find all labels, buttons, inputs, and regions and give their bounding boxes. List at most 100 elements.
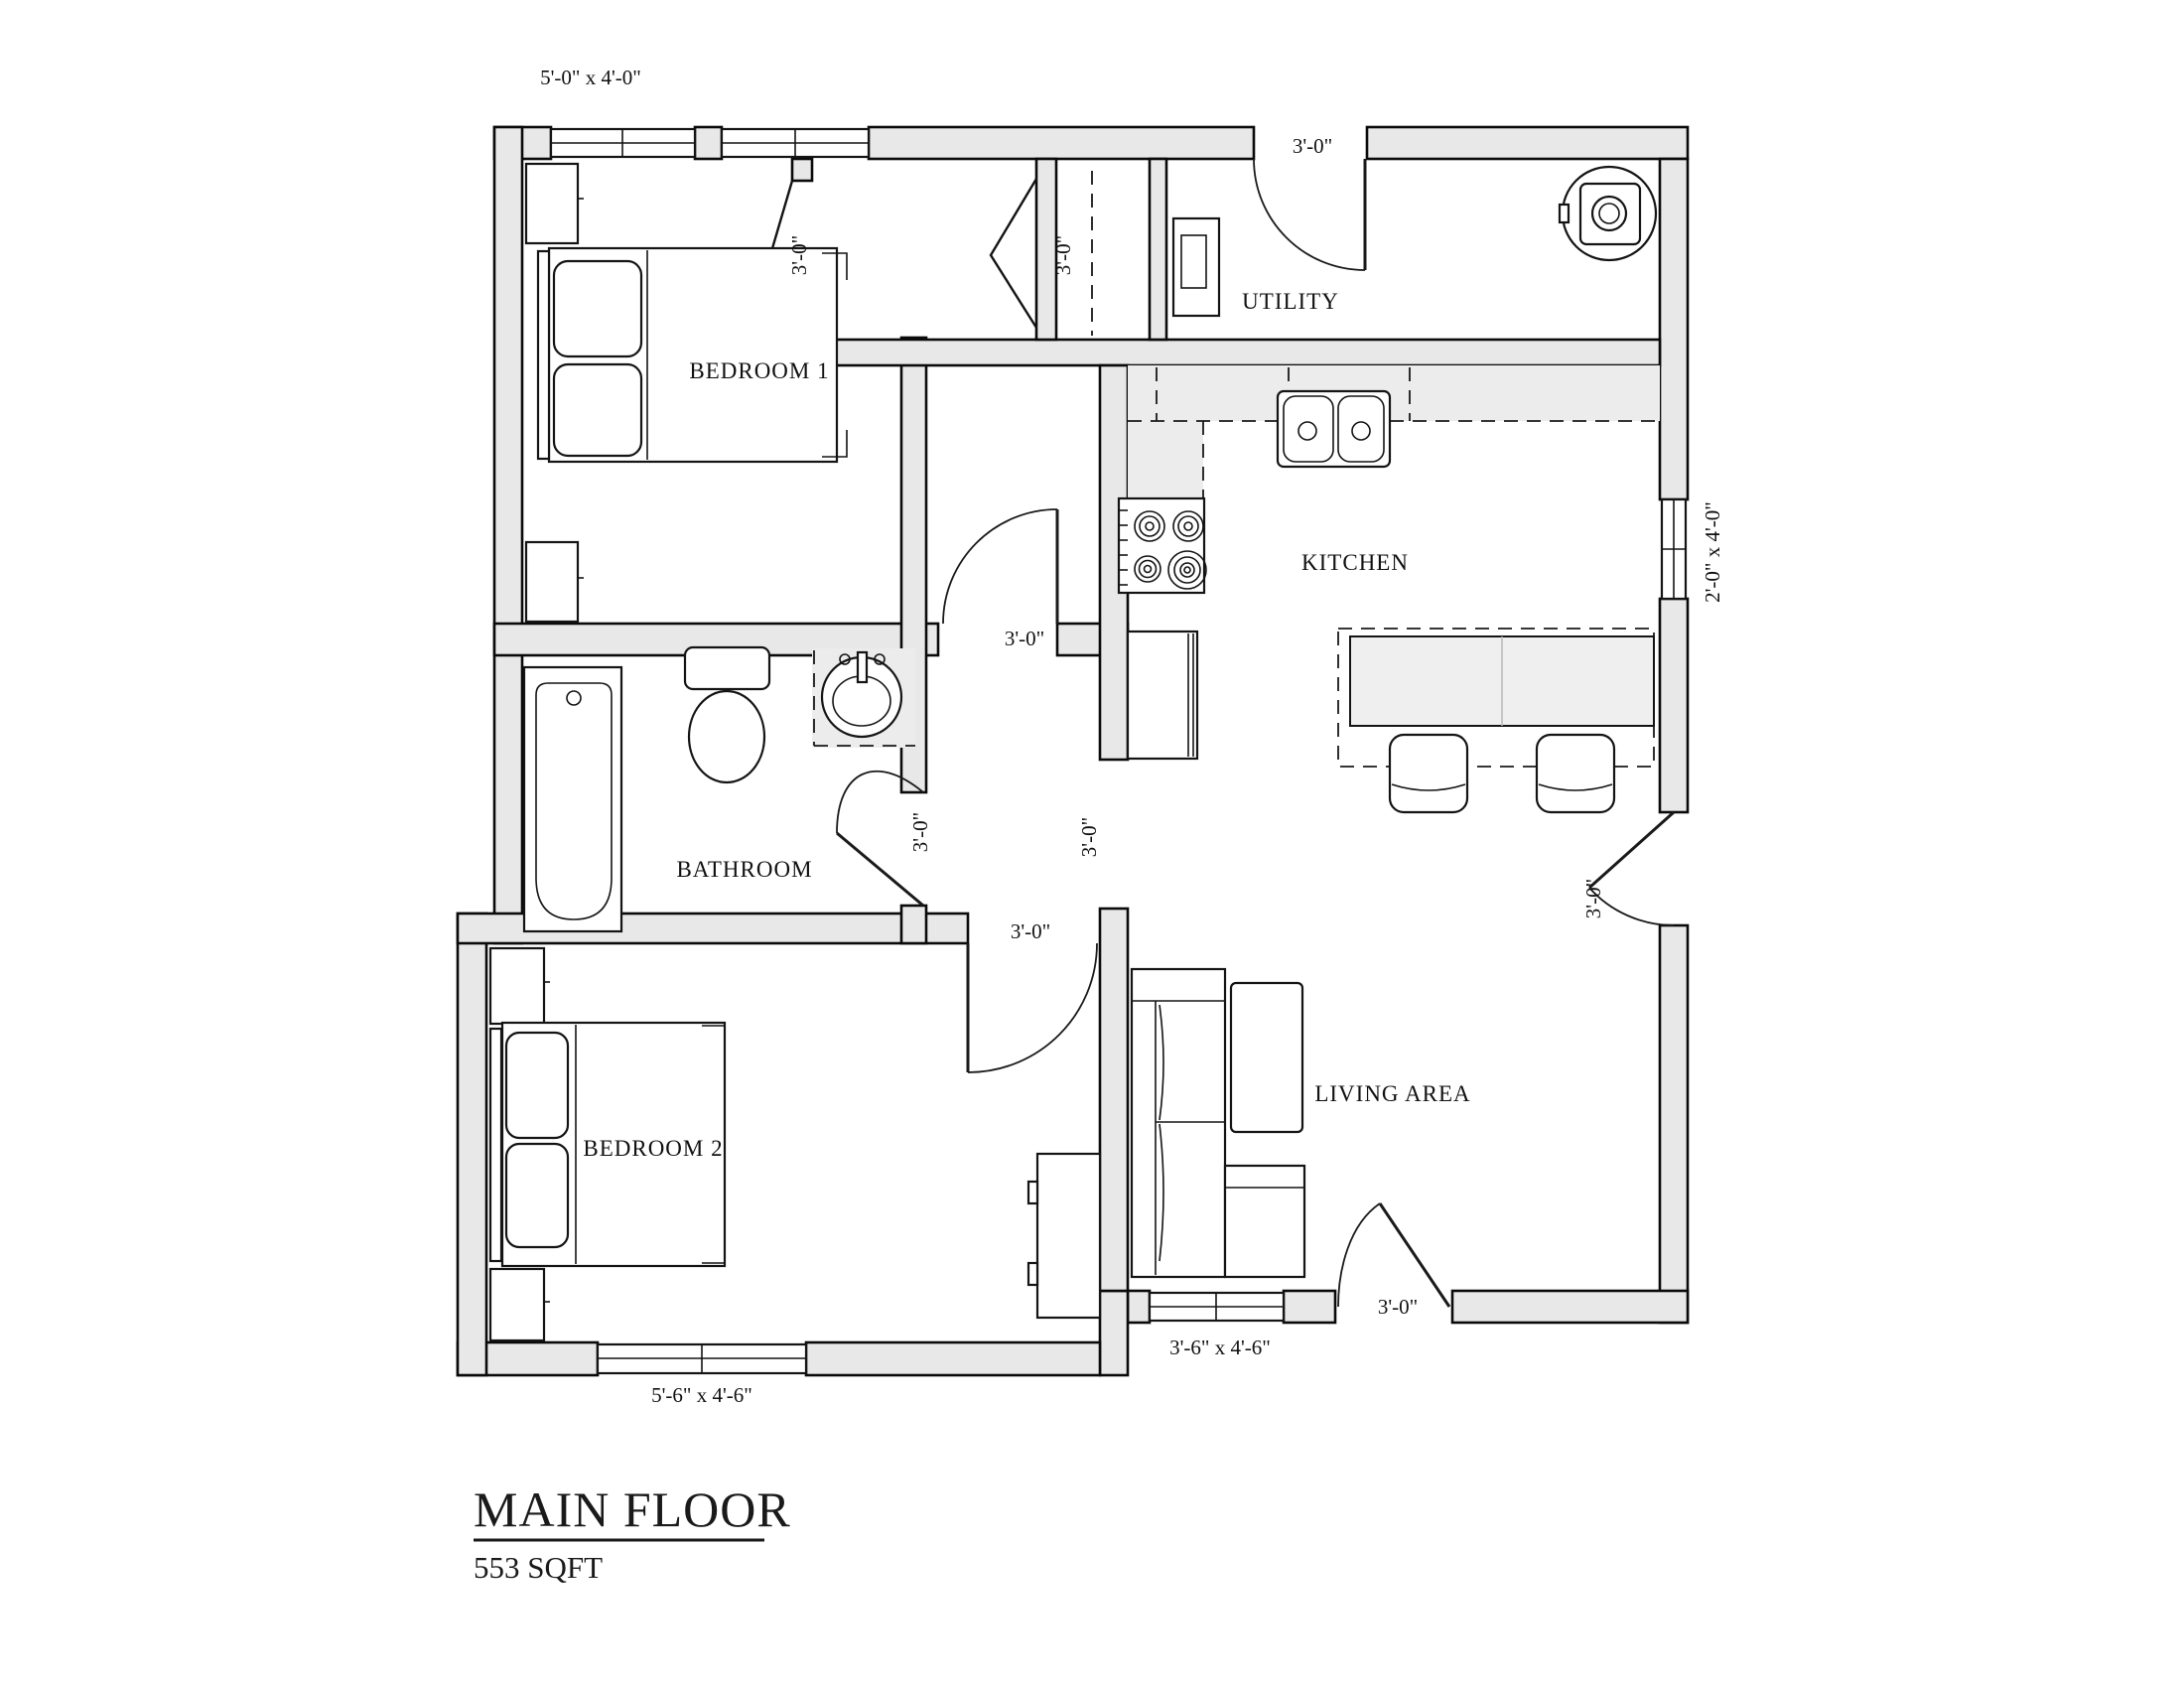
desk (1026, 1152, 1102, 1320)
footboard-bracket (702, 1025, 726, 1051)
dim-hall-opening: 3'-0" (1077, 817, 1101, 857)
desk-handle (1026, 1180, 1039, 1205)
label-bedroom1: BEDROOM 1 (689, 358, 829, 383)
nightstand (488, 946, 546, 1026)
sink-drain (1297, 421, 1317, 441)
footboard-bracket (702, 1239, 726, 1264)
wall-segment (1098, 1289, 1130, 1377)
burner (1167, 550, 1207, 590)
kitchen-sink (1276, 389, 1392, 469)
kitchen-counter-left (1128, 421, 1203, 499)
bathtub (522, 665, 623, 933)
pantry-door (942, 508, 1059, 625)
toilet-bowl (687, 689, 766, 784)
nightstand (524, 540, 580, 624)
wall-segment (1034, 157, 1058, 342)
bathroom-fixtures (522, 645, 915, 933)
dim-bathroom-door: 3'-0" (908, 812, 932, 852)
nightstand (524, 162, 580, 245)
utility-entry-door (1253, 158, 1367, 271)
kitchen-fixtures (1117, 365, 1660, 814)
living-furniture (1130, 967, 1306, 1279)
room-labels: BEDROOM 1 UTILITY KITCHEN BATHROOM BEDRO… (583, 289, 1470, 1161)
water-heater (1171, 216, 1221, 318)
nightstand (488, 1267, 546, 1342)
sink-faucet (856, 650, 869, 684)
utility-fixtures (1171, 165, 1658, 318)
title-block: MAIN FLOOR 553 SQFT (474, 1481, 791, 1585)
wall-segment (1098, 907, 1130, 1293)
walls (456, 125, 1690, 1377)
sofa-sectional (1130, 967, 1306, 1279)
wall-segment (1148, 157, 1168, 342)
window-living (1148, 1291, 1286, 1323)
wall-segment (804, 1340, 1102, 1377)
dim-window-right: 2'-0" x 4'-0" (1701, 501, 1724, 603)
sink-drain (1351, 421, 1371, 441)
fridge (1126, 630, 1199, 761)
dimension-labels: 5'-0" x 4'-0" 3'-0" 3'-0" 3'-0" 2'-0" x … (540, 66, 1724, 1407)
burner (1172, 510, 1204, 542)
plan-title: MAIN FLOOR (474, 1481, 791, 1537)
dim-window-bedroom2: 5'-6" x 4'-6" (651, 1383, 752, 1407)
wall-segment (1658, 157, 1690, 501)
desk-handle (1026, 1261, 1039, 1287)
dim-utility-door: 3'-0" (1293, 134, 1332, 158)
pillow (552, 362, 643, 458)
stool (1388, 733, 1469, 814)
side-door (1588, 810, 1675, 926)
wall-segment (1658, 923, 1690, 1325)
wall-segment (1126, 1289, 1152, 1325)
dim-closet-hall: 3'-0" (1051, 235, 1075, 275)
headboard (536, 249, 551, 461)
window-bedroom1-left (549, 127, 697, 159)
label-utility: UTILITY (1242, 289, 1339, 314)
bed-bedroom1 (536, 246, 848, 464)
dim-pantry-door: 3'-0" (1005, 627, 1044, 650)
footboard-bracket (822, 252, 848, 280)
kitchen-counter-top (1128, 365, 1660, 421)
burner (1134, 510, 1165, 542)
label-kitchen: KITCHEN (1301, 550, 1409, 575)
wall-segment (899, 904, 928, 945)
bifold-door-hall-closet (989, 178, 1038, 329)
wall-segment (1365, 125, 1690, 161)
toilet (683, 645, 771, 784)
washer (1558, 165, 1658, 262)
kitchen-island (1337, 628, 1655, 814)
stool (1535, 733, 1616, 814)
dim-closet-bedroom1: 3'-0" (787, 235, 811, 275)
window-bedroom2 (596, 1342, 808, 1375)
pillow (504, 1142, 570, 1249)
dim-side-door: 3'-0" (1581, 879, 1605, 918)
wall-segment (492, 125, 524, 945)
burner (1134, 555, 1161, 583)
bathroom-door (836, 770, 924, 908)
wall-segment (790, 157, 814, 183)
tub-faucet (566, 690, 582, 706)
label-living: LIVING AREA (1314, 1081, 1470, 1106)
wall-segment (790, 338, 1662, 367)
window-bedroom1-right (720, 127, 871, 159)
bed-bedroom2 (488, 1021, 727, 1268)
wall-segment (456, 912, 488, 1377)
wall-segment (1658, 597, 1690, 814)
bedroom2-door (966, 942, 1098, 1073)
wall-segment (1282, 1289, 1337, 1325)
label-bathroom: BATHROOM (676, 857, 812, 882)
bedroom1-furniture (524, 162, 848, 624)
window-kitchen-right (1660, 497, 1688, 601)
wall-segment (1450, 1289, 1690, 1325)
windows (549, 127, 1688, 1375)
pillow (504, 1031, 570, 1140)
dim-window-top: 5'-0" x 4'-0" (540, 66, 641, 89)
front-door (1337, 1202, 1451, 1308)
wall-segment (693, 125, 724, 161)
bathroom-sink (812, 648, 915, 748)
pillow (552, 259, 643, 358)
bedroom2-furniture (488, 946, 1102, 1342)
plan-area: 553 SQFT (474, 1550, 603, 1585)
dim-front-door: 3'-0" (1378, 1295, 1418, 1319)
stove (1117, 496, 1207, 595)
